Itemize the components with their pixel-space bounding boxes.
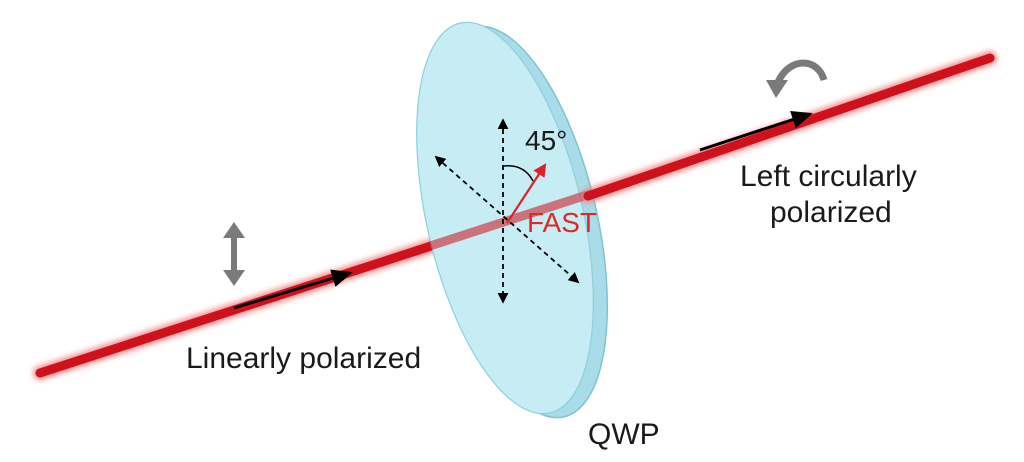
laser-beam-right <box>581 51 997 203</box>
propagation-arrow-left <box>233 269 353 310</box>
angle-label: 45° <box>525 125 567 156</box>
circular-polarized-label-line1: Left circularly <box>740 160 917 193</box>
plate-axes <box>434 118 580 304</box>
double-headed-vertical-arrow-icon <box>223 222 245 286</box>
linear-polarized-label: Linearly polarized <box>186 342 421 375</box>
angle-arc <box>503 165 534 182</box>
fast-axis-label: FAST <box>527 207 597 238</box>
diagonal-axis <box>434 155 580 284</box>
qwp-label: QWP <box>588 418 660 451</box>
fast-axis-arrow <box>506 163 547 224</box>
propagation-arrow-right <box>699 111 813 152</box>
curved-rotation-arrow-icon <box>766 59 828 98</box>
circular-polarized-label-line2: polarized <box>770 196 892 229</box>
